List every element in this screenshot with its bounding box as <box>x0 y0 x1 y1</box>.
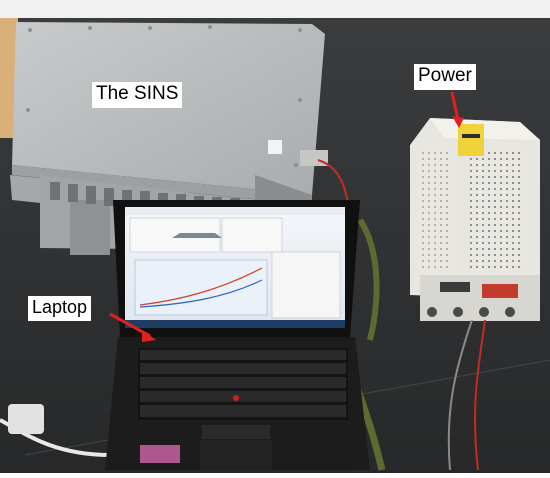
arrow-power <box>450 91 460 121</box>
label-sins: The SINS <box>92 82 183 108</box>
arrow-power-head <box>452 116 464 128</box>
label-power: Power <box>414 64 476 90</box>
usb-dongle <box>8 404 44 434</box>
arrow-laptop-head <box>142 330 156 342</box>
laptop <box>105 200 370 470</box>
annotation-arrows <box>109 91 464 342</box>
power-supply <box>410 118 540 321</box>
label-laptop: Laptop <box>28 296 92 321</box>
table-edge-left <box>0 18 18 138</box>
